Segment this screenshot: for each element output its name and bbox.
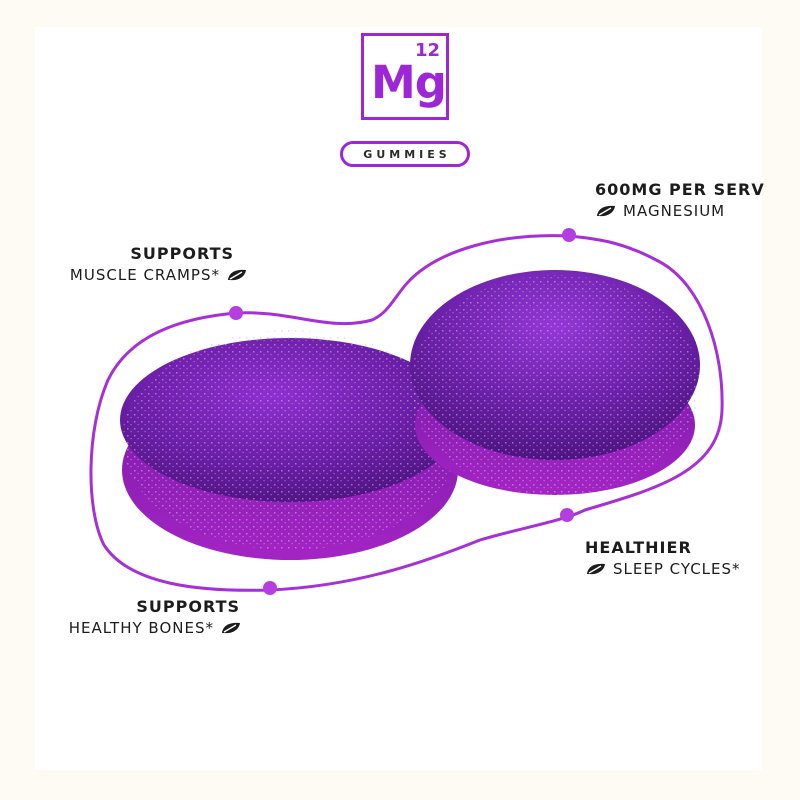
leaf-icon (222, 622, 240, 634)
claim-detail-row: MUSCLE CRAMPS* (30, 264, 248, 286)
product-type-label: GUMMIES (363, 147, 451, 161)
magnesium-element-badge: 12 Mg (361, 33, 449, 120)
claim-detail: MAGNESIUM (623, 202, 726, 220)
claim-bones: SUPPORTS HEALTHY BONES* (30, 597, 242, 639)
claim-detail-row: MAGNESIUM (595, 200, 765, 222)
right-gummy (410, 270, 700, 495)
gummies-outline (89, 234, 724, 592)
callout-dot-cramps (229, 306, 243, 320)
element-symbol: Mg (371, 56, 447, 109)
claim-heading: 600MG PER SERV (595, 180, 765, 199)
claim-detail: MUSCLE CRAMPS* (69, 266, 220, 284)
leaf-icon (228, 269, 246, 281)
callout-dot-bones (263, 581, 277, 595)
callout-dot-sleep (560, 508, 574, 522)
claim-detail: SLEEP CYCLES* (613, 560, 741, 578)
claim-cramps: SUPPORTS MUSCLE CRAMPS* (30, 244, 248, 286)
claim-detail-row: SLEEP CYCLES* (585, 558, 741, 580)
claim-dose: 600MG PER SERV MAGNESIUM (595, 180, 765, 222)
callout-dot-dose (562, 228, 576, 242)
claim-detail-row: HEALTHY BONES* (30, 617, 242, 639)
claim-detail: HEALTHY BONES* (68, 619, 214, 637)
atomic-number: 12 (414, 40, 440, 61)
leaf-icon (587, 563, 605, 575)
leaf-icon (597, 205, 615, 217)
claim-sleep: HEALTHIER SLEEP CYCLES* (585, 538, 741, 580)
claim-heading: SUPPORTS (136, 597, 240, 616)
left-gummy (120, 330, 460, 560)
claim-heading: SUPPORTS (130, 244, 234, 263)
product-type-pill: GUMMIES (340, 141, 470, 167)
claim-heading: HEALTHIER (585, 538, 692, 557)
